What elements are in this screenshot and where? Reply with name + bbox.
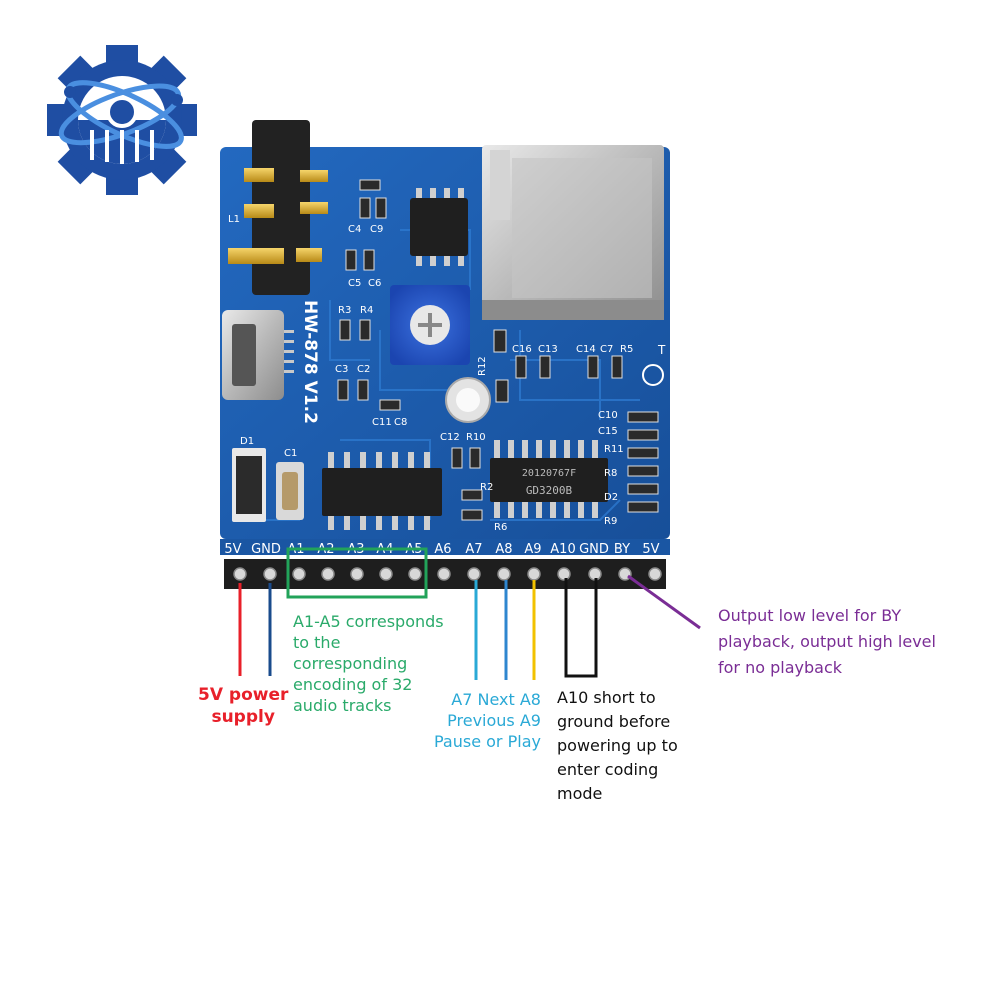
annotation-line: ground before bbox=[557, 712, 671, 731]
label-c10: C10 bbox=[598, 410, 618, 421]
label-c9: C9 bbox=[370, 224, 383, 235]
pin-label-5v-left: 5V bbox=[224, 542, 241, 557]
audio-jack bbox=[228, 120, 328, 295]
amp-ic bbox=[410, 188, 468, 266]
label-c2: C2 bbox=[357, 364, 370, 375]
annotation-line: encoding of 32 bbox=[293, 675, 413, 694]
label-d2: D2 bbox=[604, 492, 618, 503]
annotation-by: Output low level for BY playback, output… bbox=[718, 603, 936, 681]
annotation-line: audio tracks bbox=[293, 696, 392, 715]
label-r4: R4 bbox=[360, 305, 373, 316]
capacitor-c1 bbox=[276, 462, 304, 520]
wire-by bbox=[627, 574, 701, 630]
annotation-line: playback, output high level bbox=[718, 632, 936, 651]
board-model-label: HW-878 V1.2 bbox=[300, 300, 320, 424]
sd-card-slot bbox=[482, 145, 664, 320]
label-c6: C6 bbox=[368, 278, 381, 289]
pin-label-a8: A8 bbox=[495, 542, 512, 557]
annotation-line: Output low level for BY bbox=[718, 606, 902, 625]
smd-components bbox=[337, 179, 659, 521]
label-c13: C13 bbox=[538, 344, 558, 355]
label-c11: C11 bbox=[372, 417, 392, 428]
annotation-line: A10 short to bbox=[557, 688, 656, 707]
annotation-line: A1-A5 corresponds bbox=[293, 612, 444, 631]
electrolytic-capacitor bbox=[445, 377, 491, 423]
annotation-a7-a9: A7 Next A8 Previous A9 Pause or Play bbox=[434, 689, 541, 752]
label-c8: C8 bbox=[394, 417, 407, 428]
label-l1: L1 bbox=[228, 214, 240, 225]
label-c15: C15 bbox=[598, 426, 618, 437]
annotation-line: A7 Next A8 bbox=[451, 690, 541, 709]
pin-label-a10: A10 bbox=[550, 542, 575, 557]
ic-code-label: 20120767F bbox=[522, 468, 576, 479]
pin-header bbox=[224, 559, 666, 589]
label-r8: R8 bbox=[604, 468, 617, 479]
annotation-line: supply bbox=[211, 707, 275, 727]
annotation-a1-a5: A1-A5 corresponds to the corresponding e… bbox=[293, 611, 444, 716]
annotation-line: enter coding bbox=[557, 760, 659, 779]
label-c5: C5 bbox=[348, 278, 361, 289]
annotation-5v-power: 5V power supply bbox=[198, 684, 288, 728]
annotation-line: corresponding bbox=[293, 654, 408, 673]
label-r5: R5 bbox=[620, 344, 633, 355]
label-t: T bbox=[657, 343, 666, 357]
annotation-line: Pause or Play bbox=[434, 732, 541, 751]
potentiometer bbox=[390, 285, 470, 365]
label-c14: C14 bbox=[576, 344, 596, 355]
annotation-line: mode bbox=[557, 784, 603, 803]
ic-main-label: GD3200B bbox=[526, 484, 573, 497]
pin-label-gnd-right: GND bbox=[579, 542, 609, 557]
micro-usb-port bbox=[222, 310, 294, 400]
label-r11: R11 bbox=[604, 444, 624, 455]
label-r9: R9 bbox=[604, 516, 617, 527]
pin-label-a7: A7 bbox=[465, 542, 482, 557]
pin-label-gnd-left: GND bbox=[251, 542, 281, 557]
wire-a10-gnd bbox=[564, 578, 598, 678]
pin-label-a6: A6 bbox=[434, 542, 451, 557]
annotation-line: Previous A9 bbox=[447, 711, 541, 730]
annotation-line: to the bbox=[293, 633, 341, 652]
label-d1: D1 bbox=[240, 436, 254, 447]
pin-label-5v-right: 5V bbox=[642, 542, 659, 557]
annotation-line: powering up to bbox=[557, 736, 678, 755]
label-c16: C16 bbox=[512, 344, 532, 355]
label-r2: R2 bbox=[480, 482, 493, 493]
label-r12: R12 bbox=[477, 356, 488, 376]
label-c3: C3 bbox=[335, 364, 348, 375]
annotation-a10: A10 short to ground before powering up t… bbox=[557, 686, 678, 806]
label-r10: R10 bbox=[466, 432, 486, 443]
pin-label-a9: A9 bbox=[524, 542, 541, 557]
silkscreen-labels: L1 C4 C9 C5 C6 R3 R4 C3 C2 C11 C8 D1 C1 … bbox=[228, 214, 666, 533]
atom-gear-logo-icon bbox=[47, 45, 197, 195]
annotation-line: for no playback bbox=[718, 658, 842, 677]
pin-label-by: BY bbox=[614, 542, 630, 557]
label-r3: R3 bbox=[338, 305, 351, 316]
label-c4: C4 bbox=[348, 224, 361, 235]
a1-a5-highlight-box bbox=[286, 547, 428, 599]
callout-wires bbox=[238, 574, 701, 680]
annotation-line: 5V power bbox=[198, 685, 289, 705]
driver-ic bbox=[322, 452, 442, 530]
gd3200b-ic: 20120767F GD3200B bbox=[490, 440, 608, 518]
diode-d1 bbox=[232, 448, 266, 522]
label-c12: C12 bbox=[440, 432, 460, 443]
label-c7: C7 bbox=[600, 344, 613, 355]
label-r6: R6 bbox=[494, 522, 507, 533]
label-c1: C1 bbox=[284, 448, 297, 459]
mounting-hole bbox=[642, 364, 664, 386]
